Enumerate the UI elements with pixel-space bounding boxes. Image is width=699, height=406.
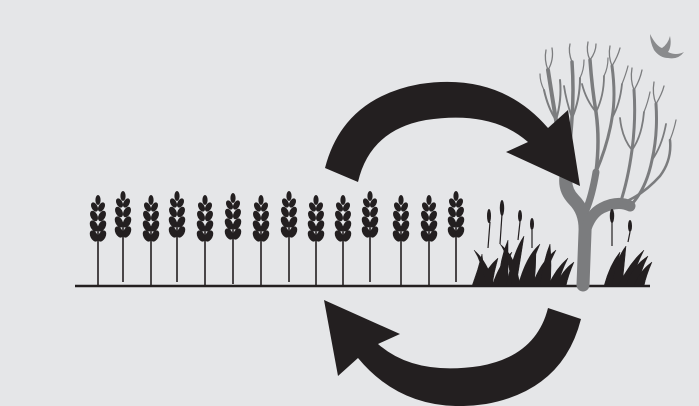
wheat-stalk-icon: [167, 191, 187, 282]
cycle-arrows: [324, 82, 581, 406]
wheat-stalk-icon: [279, 191, 299, 282]
bird-icon: [650, 34, 684, 58]
wheat-stalk-icon: [223, 193, 243, 284]
wild-grass-icon: [472, 200, 652, 286]
wheat-stalk-icon: [113, 191, 133, 282]
wheat-stalk-icon: [251, 195, 271, 286]
wheat-stalk-icon: [195, 195, 215, 286]
wheat-stalk-icon: [419, 195, 439, 286]
wheat-stalk-icon: [141, 195, 161, 286]
wheat-stalk-icon: [446, 191, 466, 282]
wheat-stalk-icon: [333, 195, 353, 286]
wheat-stalk-icon: [88, 195, 108, 286]
wheat-stalk-icon: [391, 195, 411, 286]
wheat-stalk-icon: [360, 191, 380, 282]
wheat-row: [88, 191, 466, 286]
curved-arrow-icon: [324, 300, 581, 406]
wheat-stalk-icon: [306, 195, 326, 286]
curved-arrow-icon: [325, 82, 580, 186]
